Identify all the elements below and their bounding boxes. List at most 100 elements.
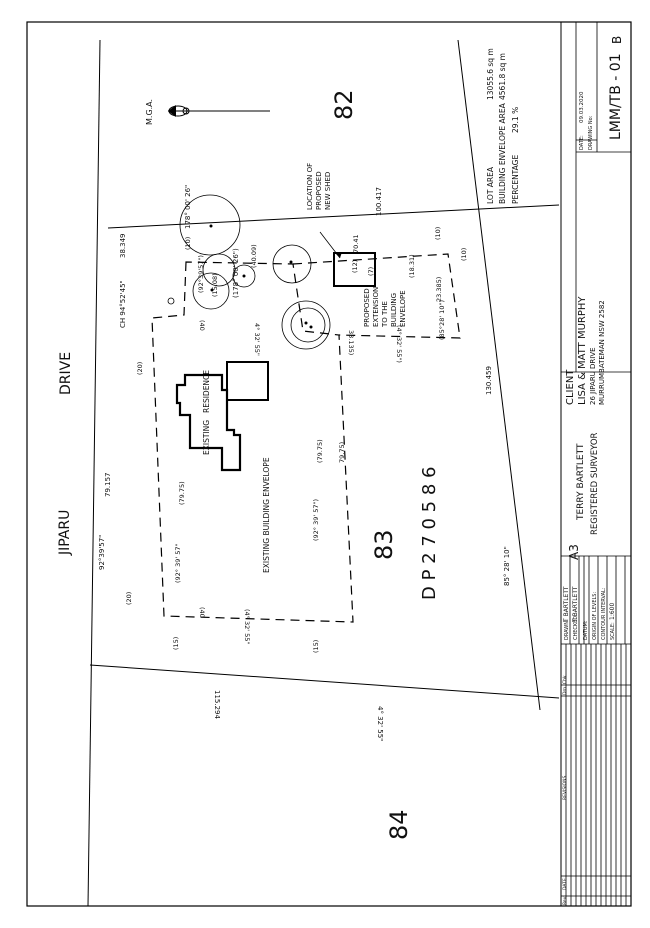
origin-levels-label: ORIGIN OF LEVELS: [592, 592, 598, 640]
street-name-word1: JIPARU [57, 510, 73, 556]
dim-12: (12) [351, 260, 359, 273]
dim-40: (40 [198, 607, 206, 618]
proposed-shed-outline [333, 252, 376, 287]
extension-label-line1: PROPOSED [363, 288, 371, 327]
dim-10: (10) [460, 248, 468, 261]
shed-note-line1: LOCATION OF [306, 163, 314, 210]
scale-value: 1:600 [609, 603, 616, 620]
dim-20: (20) [125, 592, 133, 605]
tree-circle [272, 244, 312, 284]
revisions-col-drn: Drn [562, 687, 568, 695]
scale-label: SCALE: [610, 622, 616, 640]
client-heading: CLIENT [565, 369, 576, 405]
envelope-area-label: BUILDING ENVELOPE AREA [498, 102, 507, 204]
envelope-area-value: 4561.8 sq m [498, 53, 507, 100]
dim-10: (10) [184, 237, 192, 250]
drawing-no-label: DRAWING No: [588, 115, 594, 150]
dim-15-08: (15.08) [211, 273, 219, 297]
dim-23-385: 23.385) [435, 277, 443, 302]
shed-note-line2: PROPOSED [315, 171, 323, 210]
existing-envelope-boundary [151, 261, 354, 623]
tree-circle [202, 253, 236, 287]
dim-85-28: (85°28' 10") [438, 300, 446, 340]
dim-4-32: (4° 32' 55" [243, 609, 251, 644]
dim-92-39: (92° 39' 57" [174, 543, 182, 583]
deposited-plan-number: D P 2 7 0 5 8 6 [419, 467, 440, 600]
dim-front-bearing-2: 92°39'57" [98, 535, 106, 570]
dim-40: (40 [198, 320, 206, 331]
revision-letter: B [610, 36, 624, 44]
extension-label-line4: BUILDING [390, 293, 398, 327]
envelope-label: EXISTING BUILDING ENVELOPE [262, 457, 271, 573]
checked-value: T BARTLETT [572, 586, 579, 623]
residence-outbuilding [226, 361, 269, 401]
contour-interval-label: CONTOUR INTERVAL: [601, 587, 607, 640]
dim-20: (20) [136, 362, 144, 375]
lot-area-label: LOT AREA [486, 166, 495, 204]
top-boundary-line [107, 204, 560, 229]
dim-tree-bearing-2: (178° 00' 26") [232, 248, 240, 298]
residence-label-line2: RESIDENCE [202, 370, 211, 413]
drawing-border [26, 21, 632, 907]
dim-bottom-bearing: 4° 32' 55" [376, 706, 384, 741]
dim-7: (7) [367, 267, 375, 276]
right-boundary-line [457, 39, 541, 711]
drawing-number: LMM/TB - 01 [608, 53, 624, 140]
lot-number-84: 84 [385, 809, 413, 840]
dim-10: (10) [434, 227, 442, 240]
extension-label-line3: TO THE [381, 301, 389, 328]
survey-mark [167, 297, 175, 305]
sheet-size: A3 [567, 544, 581, 560]
street-name-word2: DRIVE [58, 352, 74, 395]
dim-bottom-boundary: 115.294 [213, 690, 221, 719]
revisions-col-revisions: REVISIONS [562, 776, 568, 800]
dim-4-32: 4° 32' 55" [253, 323, 261, 356]
client-address-line2: MURRUMBATEMAN NSW 2582 [598, 300, 606, 405]
residence-label-line1: EXISTING [202, 420, 211, 455]
dim-18-31: (18.31) [408, 254, 416, 278]
dim-79-75: (79.75) [178, 481, 186, 505]
dim-tree-bearing-1: 178° 00' 26" [184, 185, 192, 229]
road-frontage-line [87, 39, 101, 907]
extension-label-line5: ENVELOPE [399, 290, 407, 327]
dim-front-1: 38.349 [119, 234, 127, 259]
dim-33-135: 33.135) [347, 330, 355, 355]
tree-circle [290, 307, 326, 343]
percentage-value: 29.1 % [511, 107, 520, 133]
tree-circle-large [179, 194, 241, 256]
proposed-extension-boundary [292, 253, 461, 339]
revisions-col-chk: Chk [562, 675, 568, 684]
tree-circle [232, 264, 256, 288]
checked-label: CHECKED: [573, 614, 579, 640]
title-block [561, 22, 631, 906]
bottom-boundary-line [89, 664, 560, 699]
tree-circle [192, 272, 230, 310]
north-arrow-icon [168, 105, 270, 117]
dim-79-75: 79.75) [338, 442, 346, 463]
dim-92-39: (92°39'57") [197, 255, 205, 293]
lot-number-83: 83 [370, 529, 398, 560]
dim-right-boundary: 130.459 [485, 366, 493, 395]
client-address-line1: 26 JIPARU DRIVE [589, 347, 597, 405]
dim-15: (15) [312, 640, 320, 653]
percentage-label: PERCENTAGE [511, 155, 520, 204]
dim-top-boundary: 100.417 [375, 187, 383, 216]
datum-label: DATUM: [583, 620, 589, 640]
client-name: LISA & MATT MURPHY [577, 296, 588, 405]
dim-4-32: (4° 32' 55") [395, 325, 403, 363]
date-value: 09.03.2020 [579, 91, 585, 123]
revisions-col-rev: Rev [562, 896, 568, 905]
surveyor-name: TERRY BARTLETT [576, 443, 586, 521]
lot-area-value: 13055.6 sq m [486, 48, 495, 100]
dim-front-2: 79.157 [104, 473, 112, 498]
dim-15: (15) [172, 637, 180, 650]
shed-arrowhead [335, 252, 342, 258]
dim-front-bearing-1: CH 94°52'45" [119, 280, 127, 328]
north-arrow-label: M.G.A. [145, 99, 154, 125]
revisions-col-date: DATE [562, 878, 568, 890]
drawn-value: T BARTLETT [563, 586, 570, 623]
dim-79-75: (79.75) [316, 439, 324, 463]
dim-92-39: (92° 39' 57") [312, 499, 320, 541]
surveyor-role: REGISTERED SURVEYOR [590, 432, 600, 535]
